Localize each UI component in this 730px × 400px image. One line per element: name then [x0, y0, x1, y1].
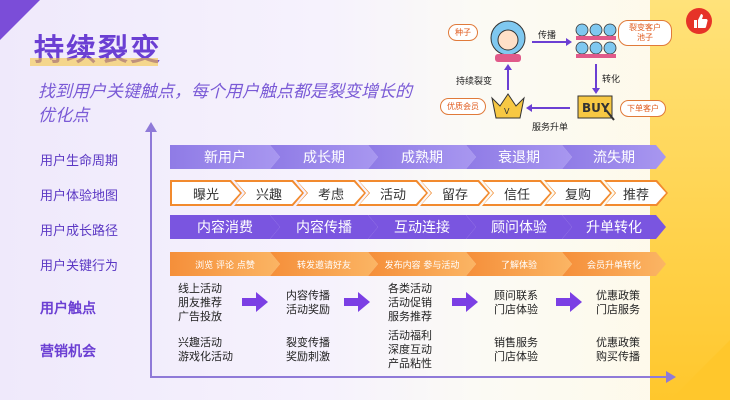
- experience-step-label: 考虑: [298, 182, 364, 204]
- thumbs-up-icon: [686, 8, 712, 34]
- lifecycle-stage: 衰退期: [466, 145, 572, 169]
- lifecycle-stage: 流失期: [562, 145, 666, 169]
- fission-cycle-diagram: V BUY: [490, 20, 617, 121]
- experience-step-label: 活动: [360, 182, 426, 204]
- touchpoint-cell: 各类活动 活动促销 服务推荐: [388, 282, 432, 323]
- growth-step: 升单转化: [562, 215, 666, 239]
- horizontal-axis: [150, 376, 668, 378]
- touchpoint-cell: 顾问联系 门店体验: [494, 289, 538, 316]
- row-label-opportunities: 营销机会: [40, 344, 96, 360]
- experience-step-label: 推荐: [606, 182, 666, 204]
- experience-step: 活动: [358, 180, 428, 206]
- convert-label: 转化: [602, 75, 621, 85]
- touchpoint-cell: 优惠政策 门店服务: [596, 289, 640, 316]
- behavior-step: 转发邀请好友: [270, 252, 378, 276]
- continuous-label: 持续裂变: [456, 77, 493, 87]
- row-label-lifecycle: 用户生命周期: [40, 154, 119, 169]
- arrow-right-icon: [242, 292, 268, 312]
- horizontal-axis-arrow: [666, 371, 676, 383]
- experience-step-label: 留存: [422, 182, 488, 204]
- order-bubble: 下单客户: [620, 100, 666, 117]
- buy-icon: BUY: [577, 95, 615, 121]
- experience-step: 曝光: [170, 180, 242, 206]
- row-label-growth-path: 用户成长路径: [40, 224, 119, 239]
- svg-text:V: V: [504, 107, 510, 116]
- experience-step: 留存: [420, 180, 490, 206]
- upsell-label: 服务升单: [532, 123, 569, 133]
- corner-decoration-bottom: [670, 340, 730, 400]
- arrow-right-icon: [556, 292, 582, 312]
- opportunity-cell: 优惠政策 购买传播: [596, 336, 640, 363]
- experience-step-label: 信任: [484, 182, 550, 204]
- buy-label: BUY: [582, 101, 610, 115]
- behavior-step: 了解体验: [466, 252, 572, 276]
- vip-bubble: 优质会员: [440, 98, 486, 115]
- seed-person-icon: [490, 20, 526, 62]
- fission-illustration: V BUY 种子 传播 裂变客户 池子 持续裂变 转化 优质会员 服务升单 下单…: [420, 10, 672, 138]
- row-label-key-behavior: 用户关键行为: [40, 259, 119, 274]
- background-right-band: [650, 0, 730, 400]
- opportunity-cell: 兴趣活动 游戏化活动: [178, 336, 233, 363]
- vertical-axis: [150, 130, 152, 378]
- behavior-step: 浏览 评论 点赞: [170, 252, 280, 276]
- vertical-axis-arrow: [145, 122, 157, 132]
- corner-decoration: [0, 0, 40, 40]
- group-bubble: 裂变客户 池子: [618, 20, 672, 46]
- touchpoint-cell: 线上活动 朋友推荐 广告投放: [178, 282, 222, 323]
- page-subtitle: 找到用户关键触点，每个用户触点都是裂变增长的优化点: [38, 82, 412, 126]
- growth-step: 互动连接: [368, 215, 476, 239]
- spread-label: 传播: [538, 31, 557, 41]
- lifecycle-stage: 新用户: [170, 145, 280, 169]
- opportunity-cell: 活动福利 深度互动 产品粘性: [388, 329, 432, 370]
- title-underline: [30, 58, 158, 66]
- experience-step: 信任: [482, 180, 552, 206]
- user-group-icon: [575, 23, 617, 58]
- growth-step: 内容消费: [170, 215, 280, 239]
- experience-step: 复购: [544, 180, 612, 206]
- experience-step-label: 复购: [546, 182, 610, 204]
- row-label-touchpoints: 用户触点: [40, 301, 96, 317]
- growth-step: 顾问体验: [466, 215, 572, 239]
- seed-bubble: 种子: [448, 24, 478, 41]
- row-label-experience-map: 用户体验地图: [40, 189, 119, 204]
- lifecycle-stage: 成长期: [270, 145, 378, 169]
- lifecycle-stage: 成熟期: [368, 145, 476, 169]
- opportunity-cell: 裂变传播 奖励刺激: [286, 336, 330, 363]
- arrow-right-icon: [452, 292, 478, 312]
- experience-step-label: 兴趣: [236, 182, 302, 204]
- crown-icon: V: [491, 93, 525, 119]
- experience-step: 考虑: [296, 180, 366, 206]
- behavior-step: 会员升单转化: [562, 252, 666, 276]
- opportunity-cell: 销售服务 门店体验: [494, 336, 538, 363]
- behavior-step: 发布内容 参与活动: [368, 252, 476, 276]
- experience-step: 兴趣: [234, 180, 304, 206]
- touchpoint-cell: 内容传播 活动奖励: [286, 289, 330, 316]
- arrow-right-icon: [344, 292, 370, 312]
- growth-step: 内容传播: [270, 215, 378, 239]
- experience-step-label: 曝光: [172, 182, 240, 204]
